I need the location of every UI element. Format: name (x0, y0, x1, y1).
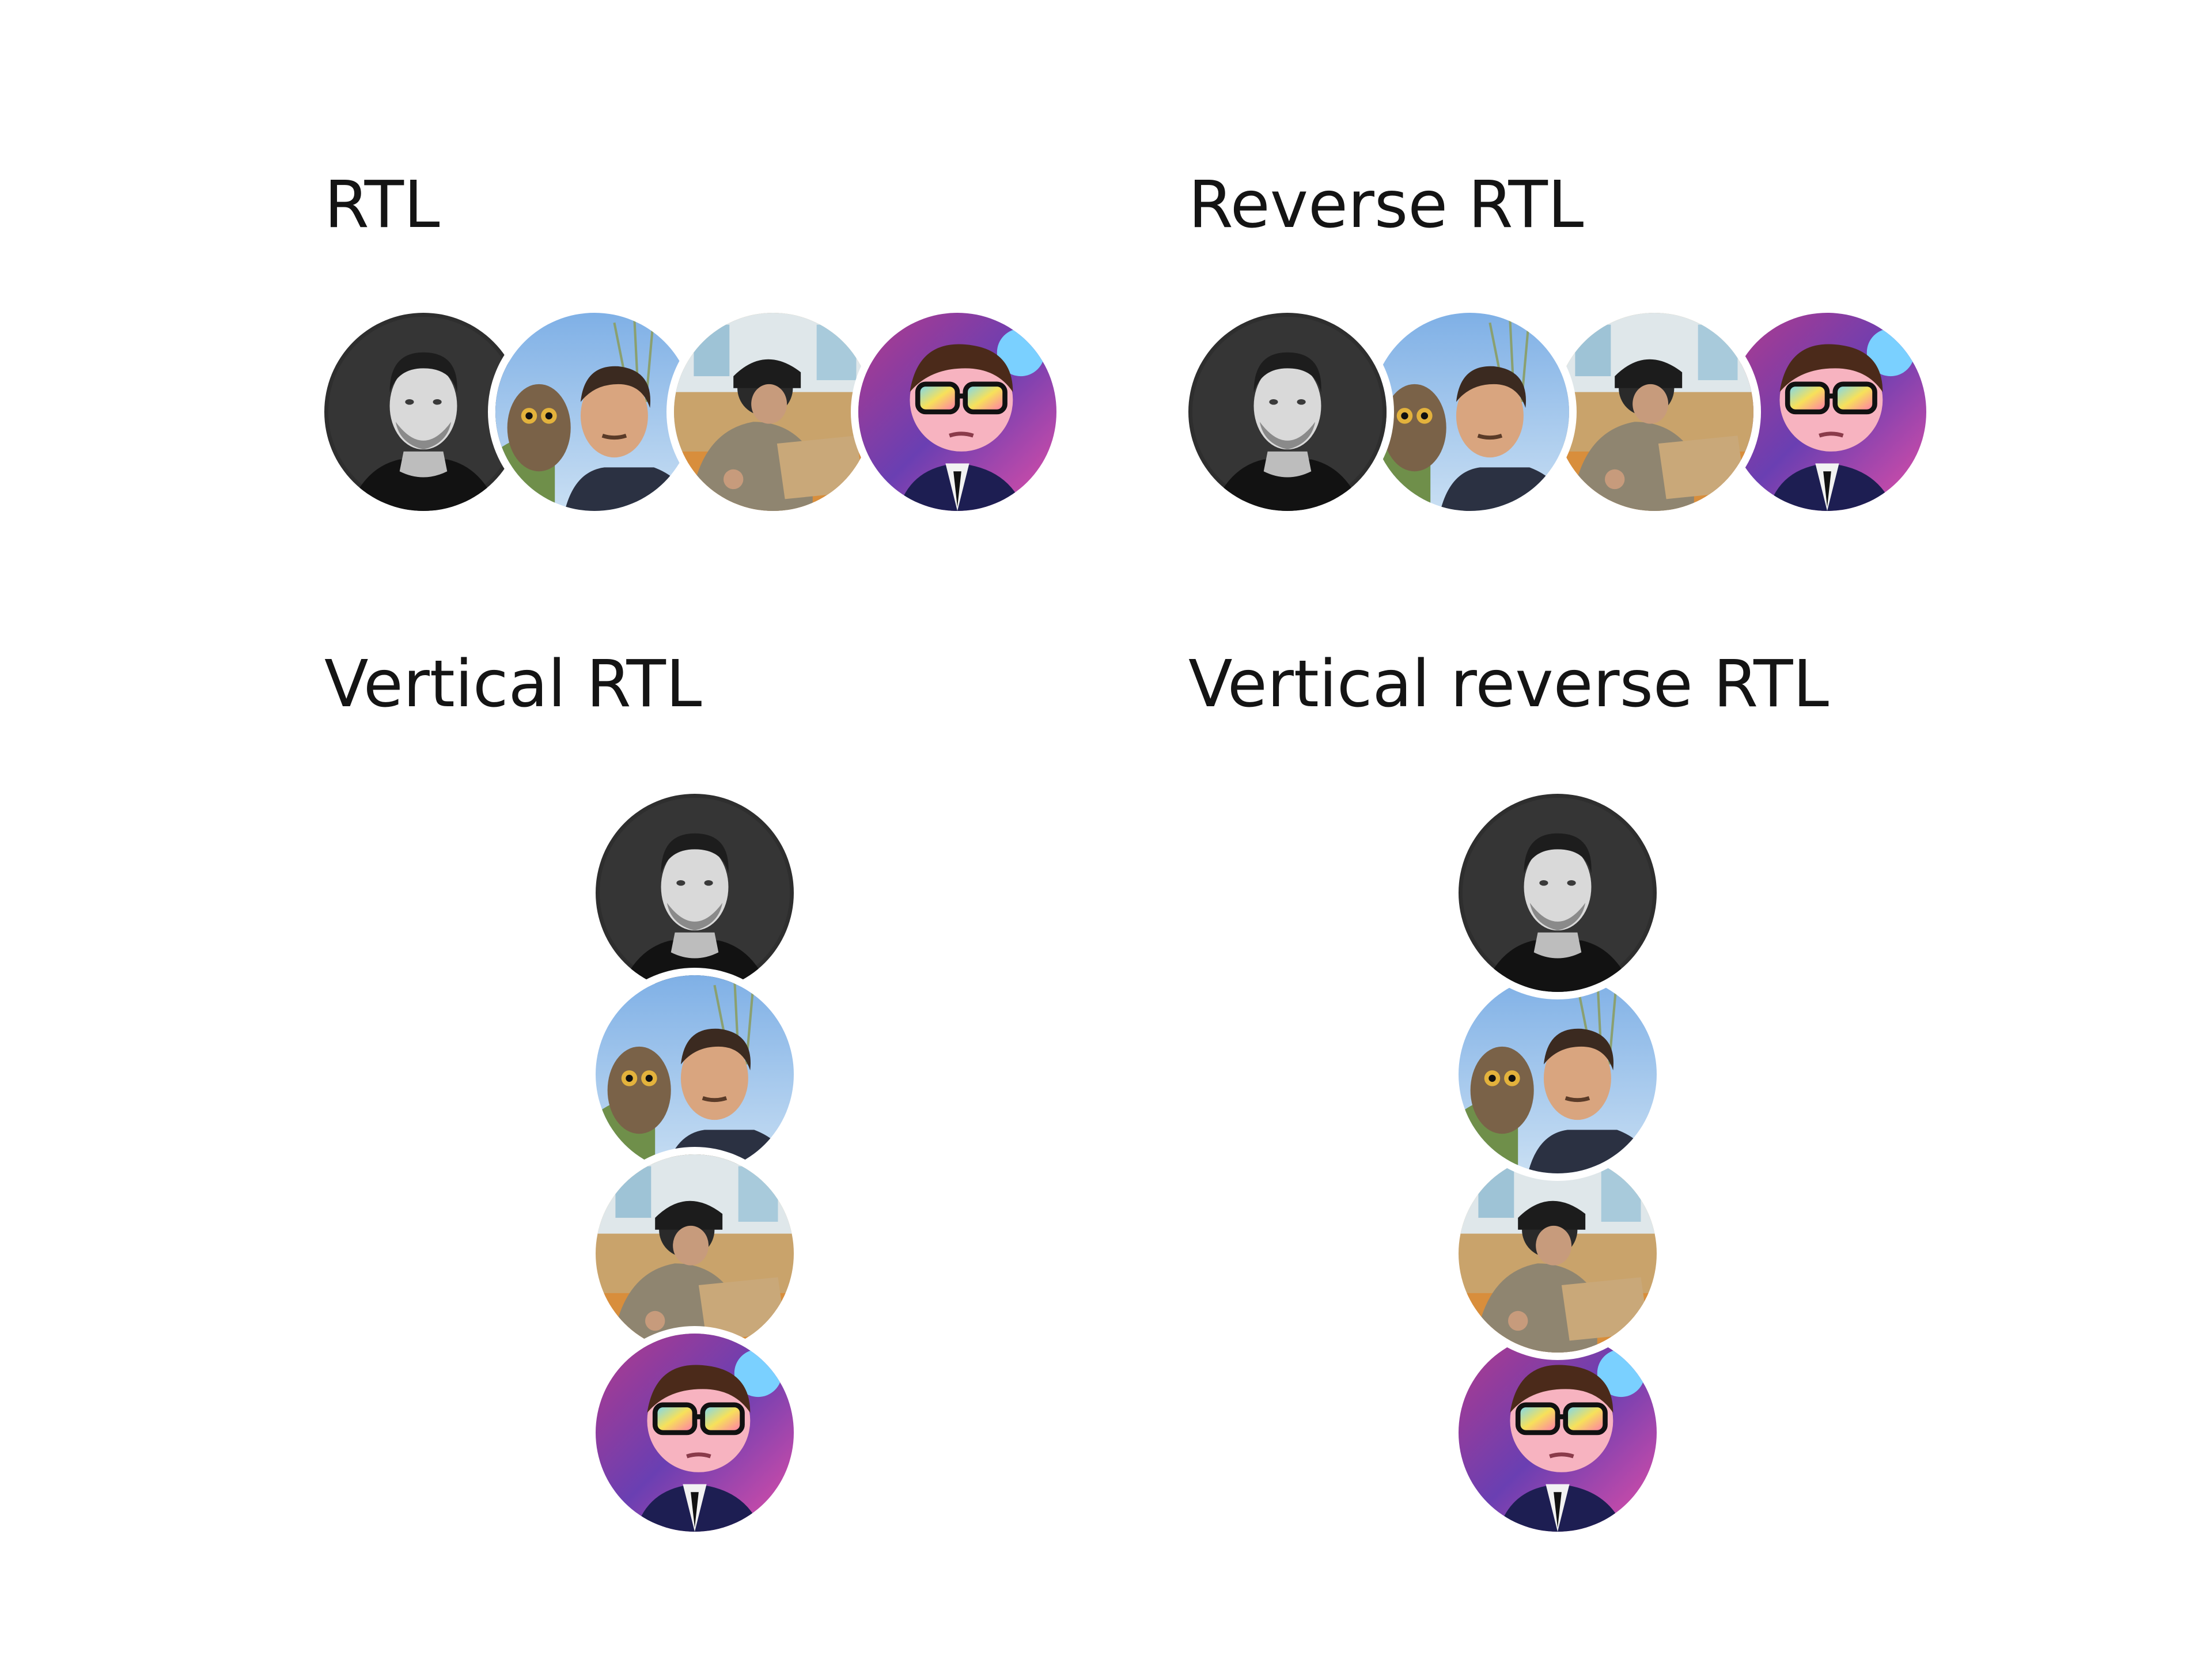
avatar[interactable] (1459, 1334, 1657, 1532)
person-laptop-photo-icon (1459, 1154, 1657, 1353)
avatar[interactable] (1371, 313, 1569, 511)
section-title: Vertical RTL (324, 647, 702, 722)
avatar[interactable] (1555, 313, 1753, 511)
cartoon-avatar-icon (1728, 313, 1926, 511)
avatar[interactable] (1459, 794, 1657, 992)
person-owl-photo-icon (596, 975, 794, 1173)
avatar[interactable] (1188, 313, 1387, 511)
avatar[interactable] (674, 313, 872, 511)
person-laptop-photo-icon (674, 313, 872, 511)
avatar[interactable] (596, 975, 794, 1173)
avatar[interactable] (1728, 313, 1926, 511)
cartoon-avatar-icon (1459, 1334, 1657, 1532)
person-bw-photo-icon (596, 794, 794, 992)
avatar[interactable] (596, 1334, 794, 1532)
person-bw-photo-icon (1188, 313, 1387, 511)
person-owl-photo-icon (1371, 313, 1569, 511)
avatar[interactable] (596, 1154, 794, 1353)
avatar[interactable] (495, 313, 694, 511)
section-title: Vertical reverse RTL (1188, 647, 1829, 722)
avatar[interactable] (596, 794, 794, 992)
person-owl-photo-icon (1459, 975, 1657, 1173)
person-owl-photo-icon (495, 313, 694, 511)
avatar[interactable] (1459, 975, 1657, 1173)
section-title: Reverse RTL (1188, 168, 1584, 243)
section-title: RTL (324, 168, 440, 243)
cartoon-avatar-icon (596, 1334, 794, 1532)
person-bw-photo-icon (1459, 794, 1657, 992)
avatar[interactable] (324, 313, 522, 511)
person-bw-photo-icon (324, 313, 522, 511)
avatar[interactable] (858, 313, 1056, 511)
person-laptop-photo-icon (596, 1154, 794, 1353)
avatar[interactable] (1459, 1154, 1657, 1353)
cartoon-avatar-icon (858, 313, 1056, 511)
person-laptop-photo-icon (1555, 313, 1753, 511)
